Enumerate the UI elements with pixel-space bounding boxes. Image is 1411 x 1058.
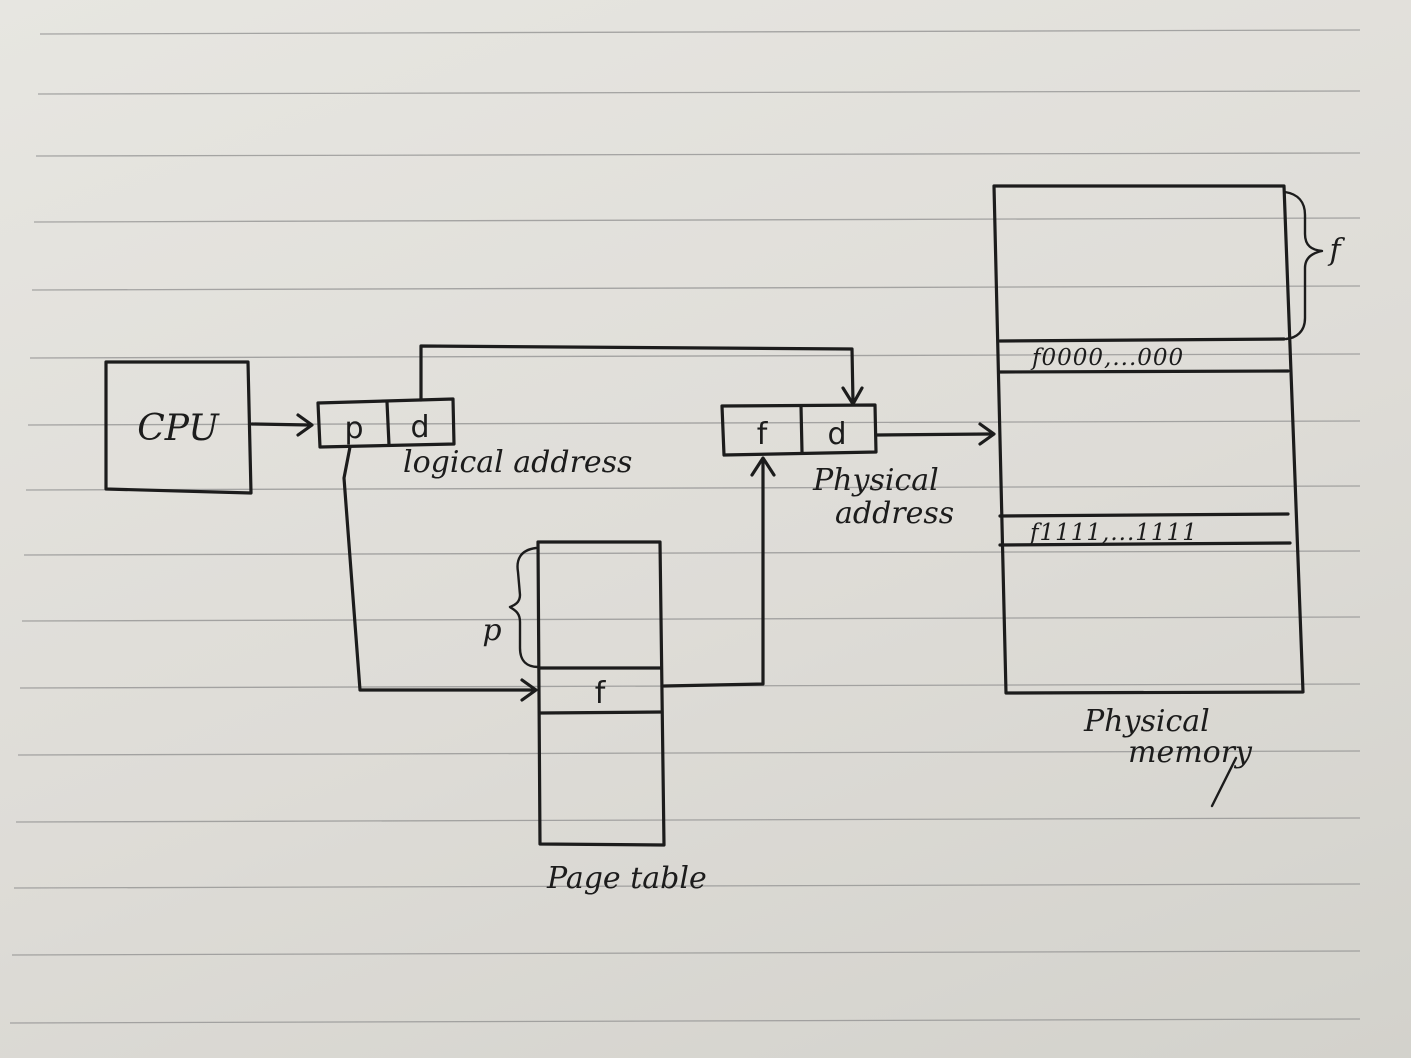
physical-memory: f f0000,...000 f1111,...1111 Physical me… [992,184,1345,808]
cpu-label: CPU [137,408,220,449]
logical-offset-field: d [410,410,429,445]
notebook-rules [9,29,1361,1024]
logical-address-label: logical address [403,445,632,480]
logical-page-field: p [344,411,363,446]
memory-brace-label: f [1327,233,1345,268]
cpu-box: CPU [104,360,253,495]
frame-number-arrow [662,456,776,688]
frame-start-address: f0000,...000 [1030,345,1184,371]
physical-to-memory-arrow [875,422,996,446]
offset-copy-arrow [419,344,864,406]
physical-offset-field: d [827,417,846,452]
page-table: p f Page table [482,540,707,896]
physical-address-label-line1: Physical [812,463,939,498]
cpu-to-logical-arrow [250,413,314,437]
page-table-brace-label: p [482,613,501,648]
physical-memory-label-line2: memory [1128,735,1253,770]
logical-address-register: p d logical address [316,397,632,480]
physical-frame-field: f [757,417,769,452]
page-table-label: Page table [546,861,707,896]
physical-address-register: f d Physical address [720,403,954,531]
physical-memory-label-line1: Physical [1083,704,1210,739]
frame-end-address: f1111,...1111 [1028,520,1198,546]
page-table-entry-frame: f [595,676,607,711]
page-lookup-arrow [342,445,538,702]
physical-address-label-line2: address [835,496,954,531]
